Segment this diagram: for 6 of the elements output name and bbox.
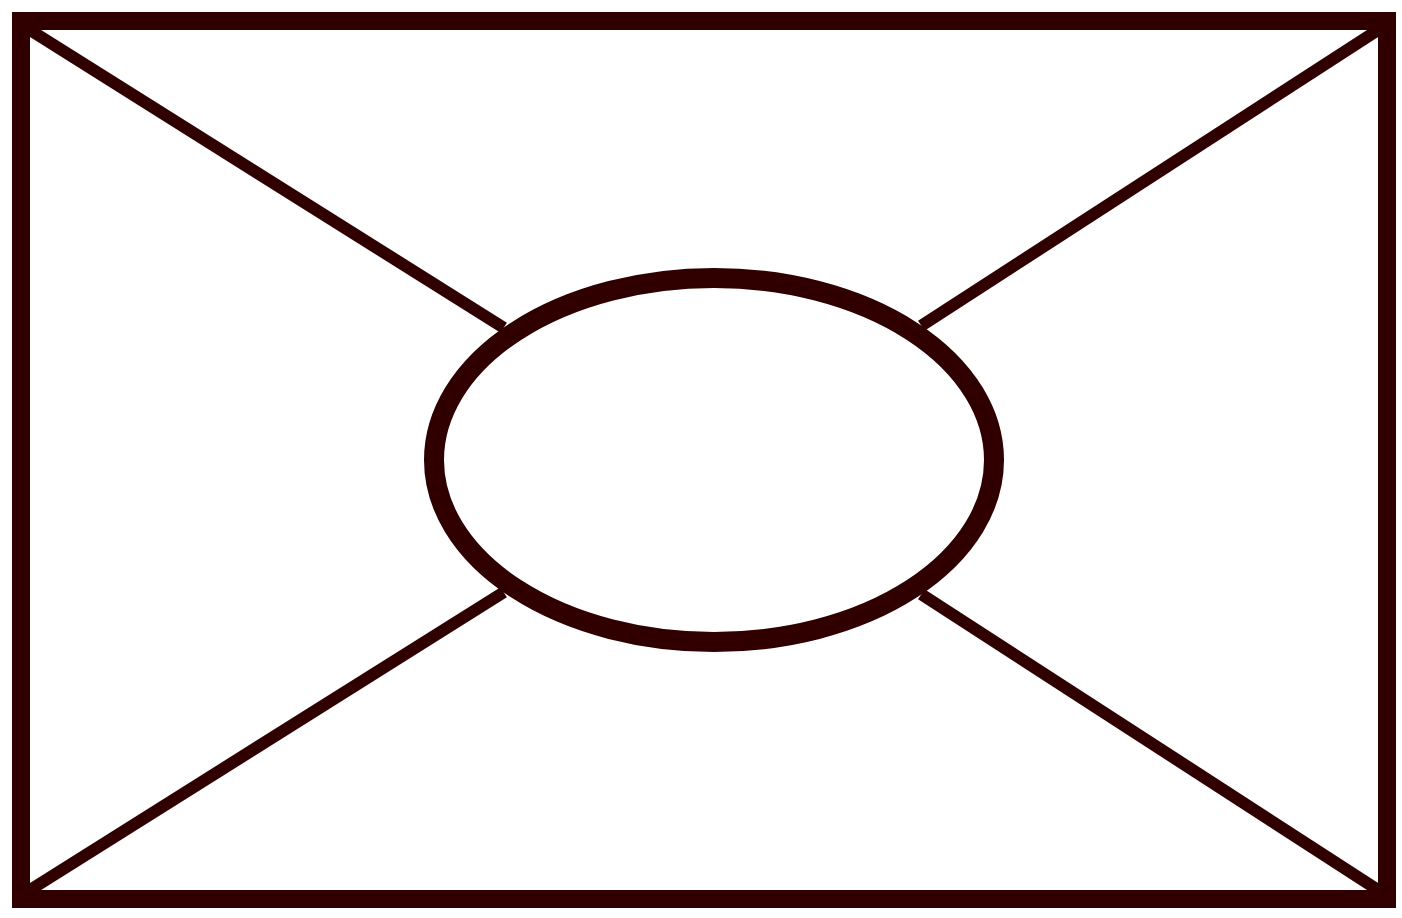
connector-line: [918, 589, 1382, 896]
ellipse-shape: [424, 268, 1004, 652]
connector-line: [26, 24, 507, 333]
frame-box: [12, 12, 1396, 908]
connector-line: [26, 587, 507, 896]
connector-line: [918, 24, 1382, 331]
